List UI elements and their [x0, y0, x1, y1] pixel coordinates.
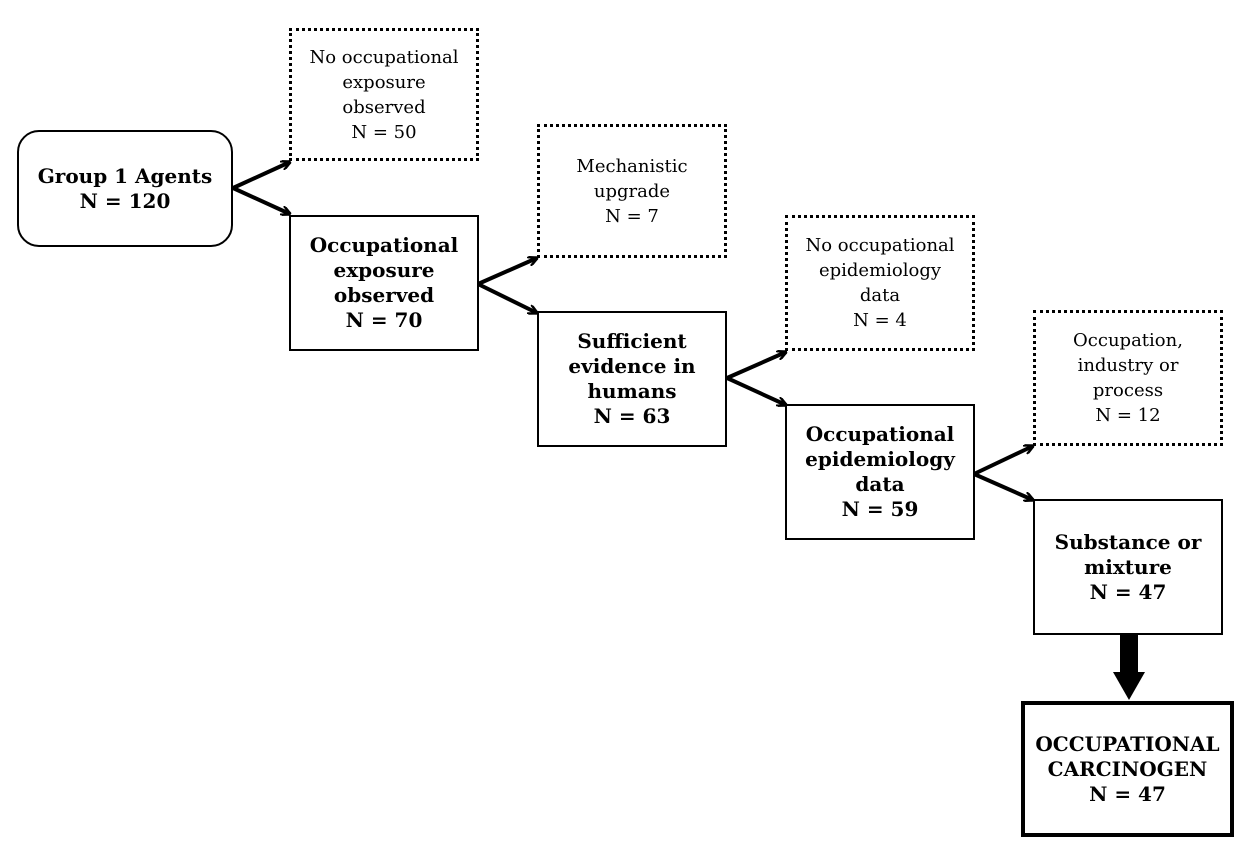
box-count: N = 7 — [605, 205, 659, 227]
occupational-carcinogen-box: OCCUPATIONAL CARCINOGEN N = 47 — [1021, 701, 1234, 837]
occupational-epidemiology-box: Occupational epidemiology data N = 59 — [785, 404, 975, 540]
box-text: exposure — [333, 258, 435, 282]
box-count: N = 63 — [593, 404, 671, 428]
arrow-sufficient-to-no-epi — [726, 352, 786, 380]
box-text: observed — [342, 96, 426, 118]
box-text: data — [855, 472, 905, 496]
box-count: N = 120 — [79, 188, 171, 213]
box-count: N = 50 — [351, 121, 417, 143]
box-count: N = 4 — [853, 310, 907, 331]
box-count: N = 47 — [1089, 579, 1167, 604]
box-text: Substance or — [1054, 529, 1202, 554]
arrow-occ-exposure-to-mechanistic — [477, 258, 537, 286]
box-text: data — [859, 285, 901, 306]
arrow-occ-exposure-to-sufficient — [477, 282, 537, 315]
box-count: N = 12 — [1095, 405, 1161, 426]
box-text: mixture — [1084, 554, 1172, 579]
arrow-substance-to-carcinogen — [1113, 634, 1145, 700]
arrow-sufficient-to-occ-epi — [726, 376, 786, 405]
box-text: exposure — [342, 71, 426, 93]
box-text: OCCUPATIONAL — [1035, 731, 1220, 756]
mechanistic-upgrade-box: Mechanistic upgrade N = 7 — [537, 124, 727, 258]
box-text: epidemiology — [818, 260, 942, 281]
arrow-occ-epi-to-occupation — [973, 446, 1033, 476]
occupational-exposure-box: Occupational exposure observed N = 70 — [289, 215, 479, 351]
box-text: observed — [333, 283, 435, 307]
box-text: upgrade — [593, 180, 671, 202]
sufficient-evidence-box: Sufficient evidence in humans N = 63 — [537, 311, 727, 447]
box-text: humans — [587, 379, 677, 403]
arrow-group1-to-no-exposure — [232, 162, 290, 190]
box-text: Mechanistic — [576, 155, 688, 177]
box-text: evidence in — [568, 354, 696, 378]
box-count: N = 59 — [841, 497, 919, 521]
substance-or-mixture-box: Substance or mixture N = 47 — [1033, 499, 1223, 635]
box-text: No occupational — [309, 46, 459, 68]
group1-agents-box: Group 1 Agents N = 120 — [17, 130, 233, 247]
box-text: No occupational — [805, 235, 955, 256]
arrow-group1-to-occ-exposure — [232, 186, 290, 214]
arrow-occ-epi-to-substance — [973, 472, 1033, 500]
box-count: N = 47 — [1089, 781, 1166, 806]
box-text: CARCINOGEN — [1047, 756, 1208, 781]
no-occupational-epidemiology-box: No occupational epidemiology data N = 4 — [785, 215, 975, 351]
box-text: industry or — [1077, 355, 1179, 376]
box-text: Occupational — [309, 233, 459, 257]
box-text: Sufficient — [577, 329, 687, 353]
box-text: epidemiology — [805, 447, 955, 471]
box-text: process — [1092, 380, 1164, 401]
no-occupational-exposure-box: No occupational exposure observed N = 50 — [289, 28, 479, 161]
box-count: N = 70 — [345, 308, 423, 332]
box-text: Occupational — [805, 422, 955, 446]
occupation-industry-process-box: Occupation, industry or process N = 12 — [1033, 310, 1223, 446]
box-text: Occupation, — [1073, 330, 1183, 351]
box-text: Group 1 Agents — [37, 163, 213, 188]
